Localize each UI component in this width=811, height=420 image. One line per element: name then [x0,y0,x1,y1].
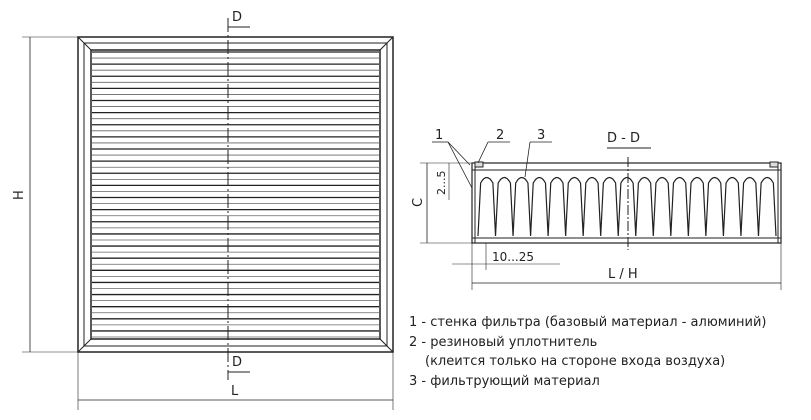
frame-wall [83,42,388,347]
section-mark-top: D [232,10,242,25]
leader-3 [524,141,531,178]
wall-gap-label: 2...5 [435,171,448,196]
legend-item-1: 1 - стенка фильтра (базовый материал - а… [409,315,767,330]
corner-line [379,36,394,51]
corner-line [77,338,92,353]
corner-line [77,36,92,51]
legend-item-2-note: (клеится только на стороне входа воздуха… [425,354,726,369]
front-view [22,18,394,410]
rubber-seal [474,161,484,168]
pleat-lines [92,51,379,338]
legend-item-3: 3 - фильтрующий материал [409,373,600,389]
section-outline [471,162,782,244]
leader-2 [477,141,489,164]
outer-frame [77,36,394,353]
rubber-seal [769,161,779,168]
callout-2: 2 [496,128,504,143]
legend-item-2: 2 - резиновый уплотнитель [409,334,598,350]
seal-offset-label: 10...25 [492,250,534,264]
section-title: D - D [607,131,640,146]
filter-media-pleats [477,176,777,237]
legend: 1 - стенка фильтра (базовый материал - а… [409,313,767,391]
section-view [420,141,782,290]
leader-1 [447,141,473,189]
callout-3: 3 [537,128,545,143]
depth-label: C [411,198,426,207]
callout-1: 1 [435,128,443,143]
inner-frame [90,49,381,340]
leader-1 [447,141,471,166]
length-label: L [231,384,239,399]
corner-line [379,338,394,353]
section-mark-bottom: D [232,355,242,370]
height-label: H [12,190,27,200]
section-length-label: L / H [608,267,638,282]
